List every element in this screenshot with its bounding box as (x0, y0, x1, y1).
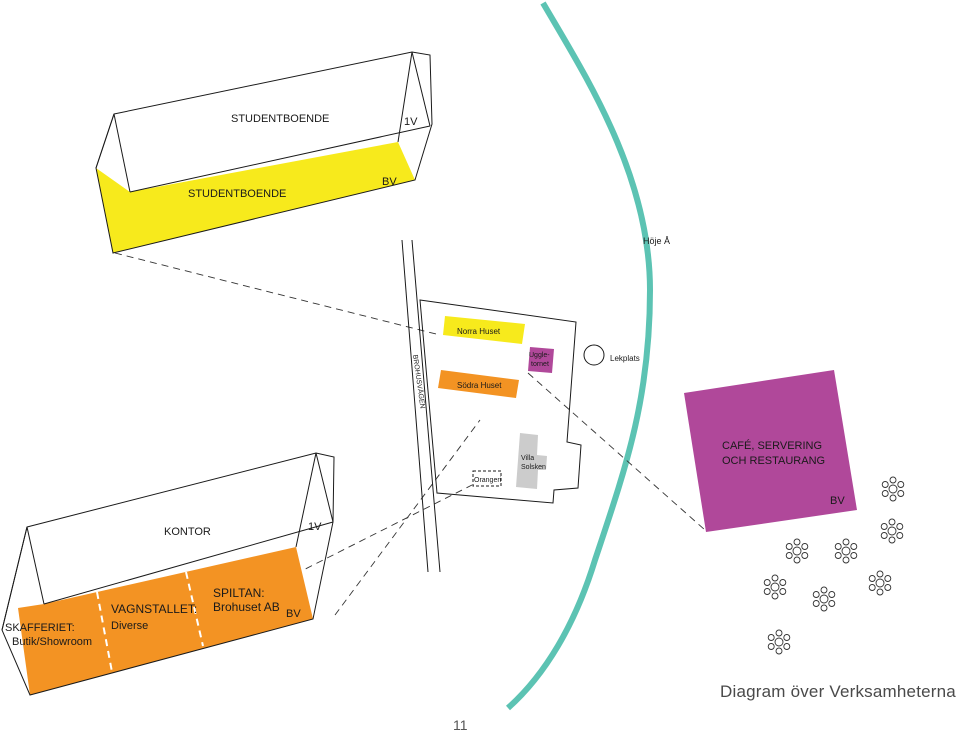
lekplats-label: Lekplats (610, 354, 640, 363)
table-icon (767, 629, 791, 655)
spiltan-label-2: Brohuset AB (213, 600, 280, 614)
uggletornet (528, 347, 554, 373)
orangeri-label: Orangeri (474, 477, 502, 484)
student-housing-top-label: STUDENTBOENDE (231, 113, 329, 125)
cafe-block (684, 370, 857, 532)
student-housing-bottom-label: STUDENTBOENDE (188, 188, 286, 200)
river-label: Höje Å (643, 236, 670, 246)
skafferiet-label-1: SKAFFERIET: (5, 622, 75, 634)
villa-solsken-label-2: Solsken (521, 464, 546, 471)
cafe-label-2: OCH RESTAURANG (722, 455, 825, 467)
student-housing-building: STUDENTBOENDE 1V STUDENTBOENDE BV (95, 51, 433, 254)
table-icon (868, 570, 892, 596)
table-icon (881, 476, 905, 502)
table-icon (785, 538, 809, 564)
vagnstallet-label-2: Diverse (111, 620, 148, 632)
uggletornet-label-1: Uggle- (529, 352, 550, 359)
student-housing-bottom-level: BV (382, 176, 397, 188)
kontor-label: KONTOR (164, 526, 211, 538)
uggletornet-label-2: tornet (531, 361, 549, 368)
cafe-level: BV (830, 495, 845, 507)
cafe-building: CAFÉ, SERVERING OCH RESTAURANG BV (684, 370, 857, 532)
lekplats-icon (583, 344, 605, 366)
sodra-huset (438, 370, 519, 398)
kontor-building: KONTOR 1V SKAFFERIET: Butik/Showroom VAG… (1, 452, 335, 696)
orangeri (472, 470, 502, 487)
table-icon (834, 538, 858, 564)
table-icon (763, 574, 787, 600)
river-hoje-a (506, 1, 654, 711)
diagram-title: Diagram över Verksamheterna (720, 682, 956, 701)
cafe-label-1: CAFÉ, SERVERING (722, 439, 822, 452)
connector-lines (114, 252, 706, 616)
skafferiet-label-2: Butik/Showroom (12, 636, 92, 648)
student-housing-top-level: 1V (404, 116, 418, 128)
norra-huset-label: Norra Huset (457, 327, 501, 336)
cafe-tables (763, 476, 905, 655)
lower-orange-facade (18, 547, 313, 695)
spiltan-label-1: SPILTAN: (213, 586, 265, 600)
villa-solsken (516, 433, 547, 489)
table-icon (812, 586, 836, 612)
page-number: 11 (453, 717, 468, 733)
table-icon (880, 518, 904, 544)
kontor-level: 1V (308, 521, 322, 533)
student-housing-yellow-facade (96, 142, 415, 253)
norra-huset (443, 316, 525, 344)
villa-solsken-label-1: Villa (521, 455, 534, 462)
plot-outline (419, 299, 582, 504)
site-plan: BROHUSVÄGEN Norra Huset Södra Huset Uggl… (401, 239, 640, 573)
sodra-huset-label: Södra Huset (457, 381, 502, 390)
spiltan-level: BV (286, 608, 301, 620)
vagnstallet-label-1: VAGNSTALLET: (111, 602, 197, 616)
